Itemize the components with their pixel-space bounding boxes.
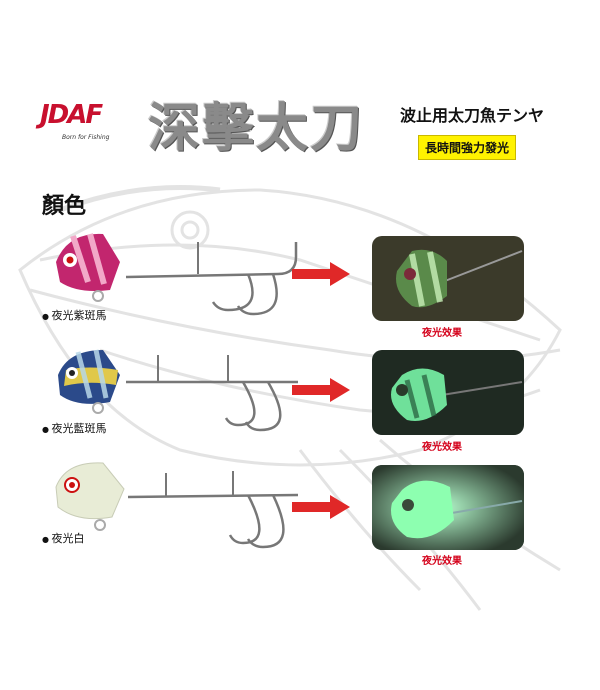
logo-tagline: Born for Fishing (62, 134, 110, 141)
lure-image-purple-zebra (56, 233, 298, 316)
arrow-right-icon (292, 495, 350, 519)
variant-name: 夜光藍斑馬 (42, 420, 107, 436)
glow-effect-photo (372, 350, 524, 435)
colors-heading: 顏色 (42, 194, 87, 219)
logo-mark: JDAF (40, 100, 103, 130)
glow-effect-label: 夜光效果 (422, 556, 462, 567)
glow-effect-label: 夜光效果 (422, 328, 462, 339)
arrow-right-icon (292, 378, 350, 402)
glow-effect-label: 夜光效果 (422, 442, 462, 453)
variant-name: 夜光紫斑馬 (42, 307, 107, 323)
glow-badge: 長時間強力發光 (418, 135, 517, 160)
brand-logo: JDAF Born for Fishing (40, 100, 132, 150)
lure-image-blue-zebra (58, 349, 298, 432)
lure-image-glow-white (55, 462, 298, 549)
product-title: 深擊太刀 (148, 98, 365, 159)
arrow-right-icon (292, 262, 350, 286)
glow-effect-photo (372, 236, 524, 321)
glow-effect-photo (372, 465, 524, 550)
variant-name: 夜光白 (42, 530, 85, 546)
product-subtitle: 波止用太刀魚テンヤ (400, 106, 545, 125)
